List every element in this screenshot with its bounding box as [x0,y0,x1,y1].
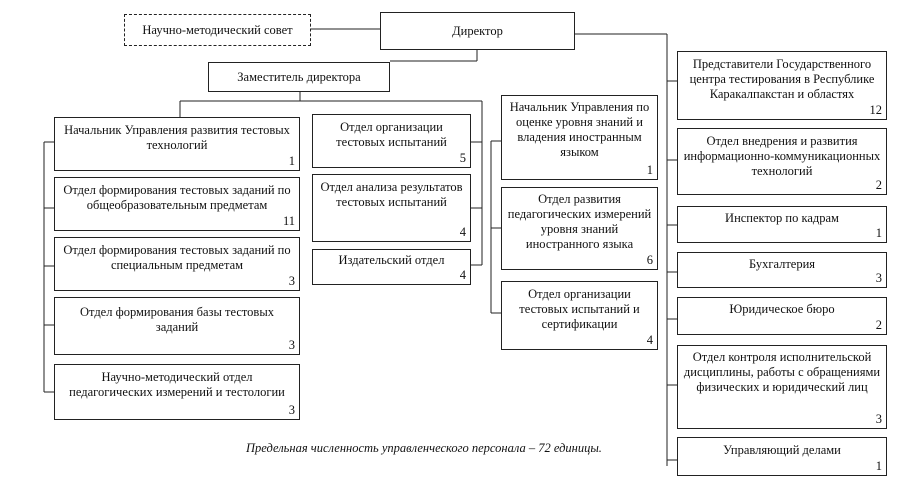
legal-count: 2 [875,318,882,332]
director-title: Директор [452,24,503,38]
regional-reps-title: Представители Государственного центра те… [689,57,875,101]
discipline-count: 3 [875,412,882,426]
lang-measure-box: Отдел развития педагогических измерений … [501,187,658,270]
task-base-title: Отдел формирования базы тестовых заданий [80,305,274,334]
task-base-count: 3 [288,338,295,352]
head-testing-dev-title: Начальник Управления развития тестовых т… [64,123,290,152]
lang-cert-title: Отдел организации тестовых испытаний и с… [519,287,640,331]
ict-count: 2 [875,178,882,192]
regional-reps-box: Представители Государственного центра те… [677,51,887,120]
method-dept-box: Научно-методический отдел педагогических… [54,364,300,420]
ict-box: Отдел внедрения и развития информационно… [677,128,887,195]
accounting-title: Бухгалтерия [748,257,816,271]
regional-reps-count: 12 [869,103,883,117]
head-testing-dev-count: 1 [288,154,295,168]
gen-subjects-count: 11 [282,214,295,228]
director-box: Директор [380,12,575,50]
affairs-box: Управляющий делами 1 [677,437,887,476]
task-base-box: Отдел формирования базы тестовых заданий… [54,297,300,355]
publishing-count: 4 [459,268,466,282]
legal-title: Юридическое бюро [729,302,835,316]
test-org-count: 5 [459,151,466,165]
council-title: Научно-методический совет [142,23,293,37]
analysis-count: 4 [459,225,466,239]
lang-cert-count: 4 [646,333,653,347]
accounting-box: Бухгалтерия 3 [677,252,887,288]
head-testing-dev-box: Начальник Управления развития тестовых т… [54,117,300,171]
analysis-box: Отдел анализа результатов тестовых испыт… [312,174,471,242]
publishing-box: Издательский отдел 4 [312,249,471,285]
discipline-title: Отдел контроля исполнительской дисциплин… [683,350,881,394]
affairs-count: 1 [875,459,882,473]
analysis-title: Отдел анализа результатов тестовых испыт… [320,180,463,209]
lang-measure-title: Отдел развития педагогических измерений … [507,192,652,251]
test-org-title: Отдел организации тестовых испытаний [336,120,447,149]
gen-subjects-box: Отдел формирования тестовых заданий по о… [54,177,300,231]
deputy-title: Заместитель директора [237,70,361,84]
spec-subjects-box: Отдел формирования тестовых заданий по с… [54,237,300,291]
head-lang-title: Начальник Управления по оценке уровня зн… [509,100,650,159]
staff-limit-caption: Предельная численность управленческого п… [246,441,602,455]
method-dept-count: 3 [288,403,295,417]
spec-subjects-title: Отдел формирования тестовых заданий по с… [63,243,291,272]
lang-measure-count: 6 [646,253,653,267]
publishing-title: Издательский отдел [338,253,445,267]
spec-subjects-count: 3 [288,274,295,288]
hr-box: Инспектор по кадрам 1 [677,206,887,243]
test-org-box: Отдел организации тестовых испытаний 5 [312,114,471,168]
method-dept-title: Научно-методический отдел педагогических… [69,370,285,399]
hr-title: Инспектор по кадрам [725,211,839,225]
head-lang-box: Начальник Управления по оценке уровня зн… [501,95,658,180]
gen-subjects-title: Отдел формирования тестовых заданий по о… [63,183,291,212]
legal-box: Юридическое бюро 2 [677,297,887,335]
deputy-box: Заместитель директора [208,62,390,92]
lang-cert-box: Отдел организации тестовых испытаний и с… [501,281,658,350]
discipline-box: Отдел контроля исполнительской дисциплин… [677,345,887,429]
head-lang-count: 1 [646,163,653,177]
accounting-count: 3 [875,271,882,285]
council-box: Научно-методический совет [124,14,311,46]
ict-title: Отдел внедрения и развития информационно… [683,134,881,178]
hr-count: 1 [875,226,882,240]
affairs-title: Управляющий делами [723,443,841,457]
